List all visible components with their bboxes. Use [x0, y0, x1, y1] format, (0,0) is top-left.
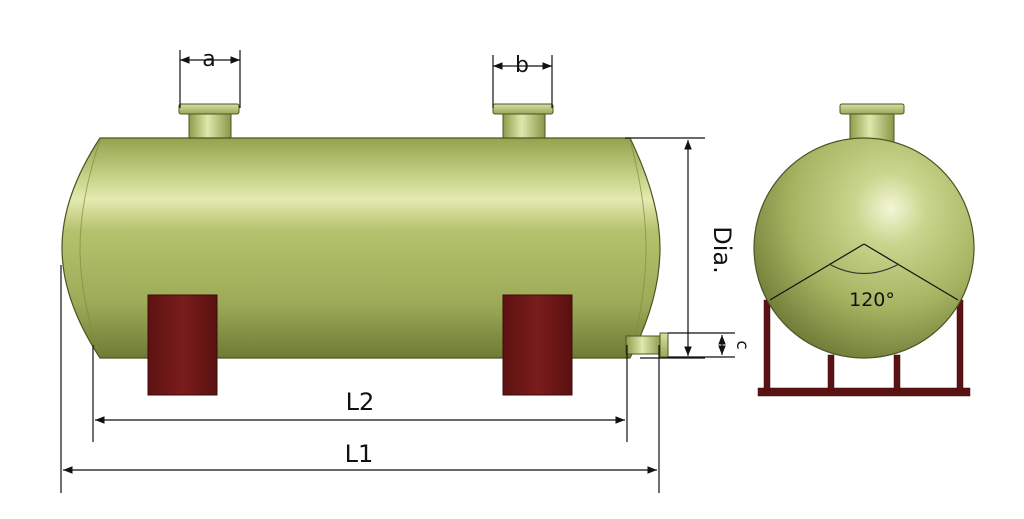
- label-angle: 120°: [849, 289, 895, 311]
- nozzle-a: [178, 103, 240, 143]
- label-l2: L2: [346, 388, 375, 416]
- stand: [757, 299, 971, 397]
- nozzle-b: [492, 103, 554, 143]
- label-c: c: [732, 340, 752, 349]
- label-dia: Dia.: [708, 226, 736, 273]
- tank-end-circle: [753, 137, 975, 359]
- dimensions: [60, 50, 735, 493]
- label-b: b: [515, 53, 529, 78]
- label-a: a: [202, 47, 215, 72]
- side-view: [61, 103, 669, 396]
- saddle-left: [147, 294, 218, 396]
- nozzle-c: [625, 332, 669, 358]
- end-view: [753, 103, 975, 397]
- saddle-right: [502, 294, 573, 396]
- label-l1: L1: [345, 440, 374, 468]
